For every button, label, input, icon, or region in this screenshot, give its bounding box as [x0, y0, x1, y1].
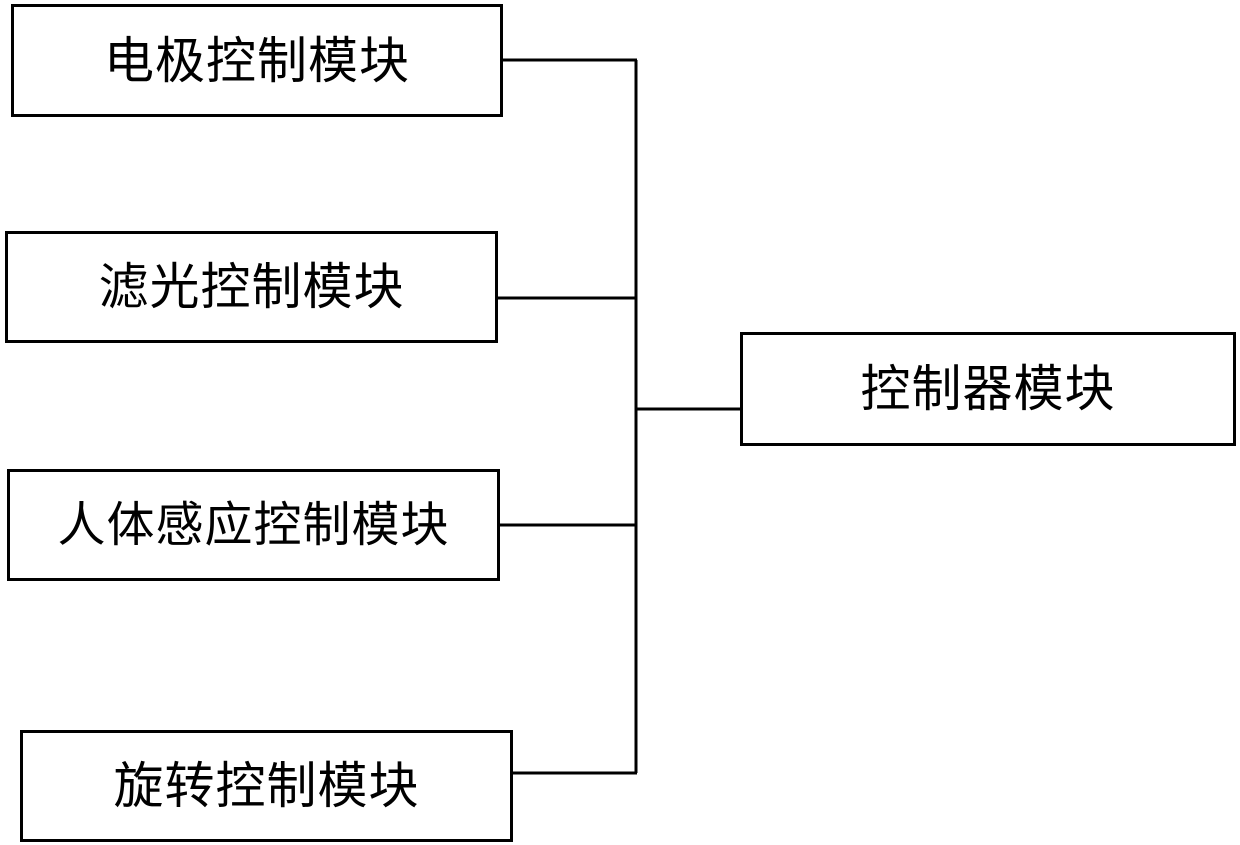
filter-control-module-box: 滤光控制模块: [5, 231, 498, 343]
electrode-control-module-label: 电极控制模块: [104, 36, 410, 86]
rotation-control-module-label: 旋转控制模块: [114, 761, 420, 811]
rotation-control-module-box: 旋转控制模块: [20, 730, 513, 842]
human-sensing-control-module-box: 人体感应控制模块: [7, 469, 500, 581]
controller-module-label: 控制器模块: [861, 364, 1116, 414]
controller-module-box: 控制器模块: [740, 332, 1236, 446]
filter-control-module-label: 滤光控制模块: [99, 262, 405, 312]
human-sensing-control-module-label: 人体感应控制模块: [57, 501, 449, 549]
electrode-control-module-box: 电极控制模块: [11, 4, 503, 117]
